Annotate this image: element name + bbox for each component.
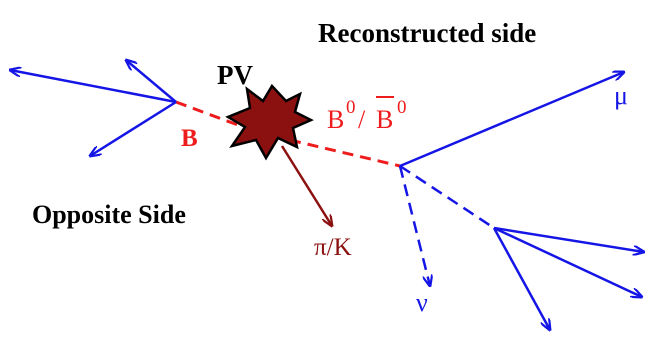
opposite-side-label: Opposite Side [32,200,186,229]
pv-explosion-icon [225,83,314,161]
b0-base: B [327,105,344,134]
charm-track-lower [492,227,550,330]
tagging-track [280,145,332,226]
neutrino-track [398,165,430,286]
nu-label: ν [416,288,428,317]
b-slash: / [358,105,366,134]
b-label: B [181,125,198,152]
b0-superscript: 0 [346,97,356,118]
mu-label: μ [614,81,628,110]
charm-track-upper [493,226,644,252]
pi-k-label: π/K [314,234,352,261]
opposite-track-left [10,70,177,104]
b0bar-base: B [376,105,393,134]
opposite-track-down [90,100,177,156]
charm-track-middle [493,226,642,297]
b0-b0bar-label: B 0 / B 0 [327,96,407,134]
reconstructed-side-label: Reconstructed side [318,18,536,48]
charm-flight-line [399,164,495,230]
opposite-b-flight-line [175,100,247,130]
opposite-track-up [126,60,177,103]
muon-track [399,72,624,168]
pv-label: PV [217,60,253,90]
opposite-side-tracks [10,60,177,156]
reconstructed-b-flight-line [289,138,401,168]
reconstructed-side-tracks [398,72,644,330]
b0bar-superscript: 0 [397,97,407,118]
